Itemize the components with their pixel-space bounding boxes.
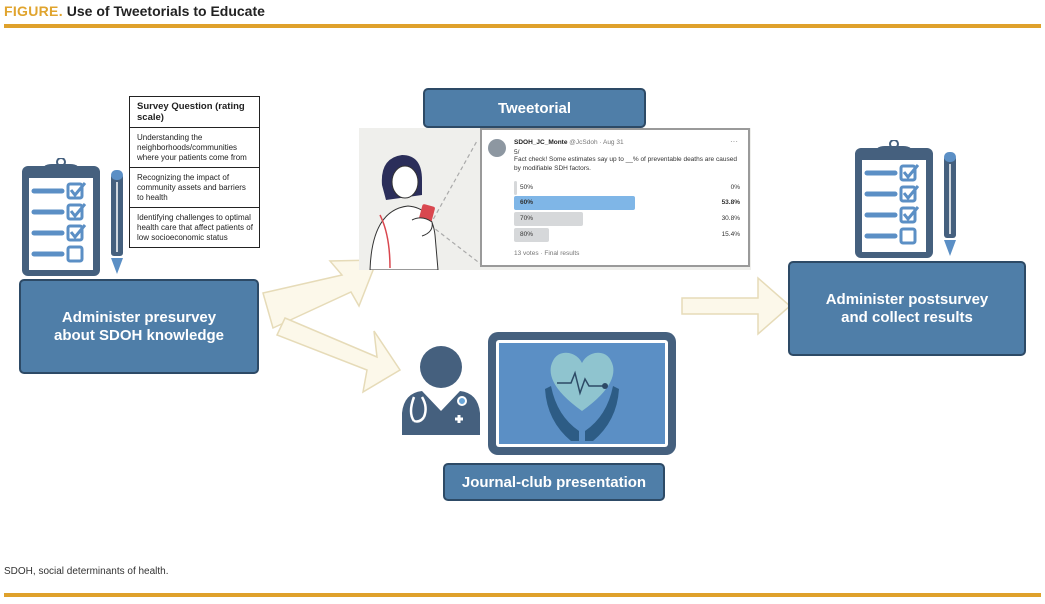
avatar-icon	[488, 139, 506, 157]
tweet-handle: @JcSdoh · Aug 31	[569, 139, 624, 146]
poll-option: 60% 53.8%	[514, 196, 740, 210]
tweet-card: SDOH_JC_Monte @JcSdoh · Aug 31 ··· 5/ Fa…	[480, 128, 750, 267]
survey-table-header: Survey Question (rating scale)	[137, 101, 245, 123]
figure-title-text: Use of Tweetorials to Educate	[66, 3, 265, 19]
poll-option: 50% 0%	[514, 181, 740, 195]
survey-row: Identifying challenges to optimal health…	[130, 207, 259, 247]
tweet-user: SDOH_JC_Monte	[514, 139, 568, 146]
figure-title: FIGURE. Use of Tweetorials to Educate	[4, 3, 265, 19]
tweet-thread-number: 5/	[514, 149, 520, 156]
survey-row: Recognizing the impact of community asse…	[130, 167, 259, 207]
arrow-icon	[262, 259, 402, 394]
survey-row: Understanding the neighborhoods/communit…	[130, 127, 259, 167]
top-rule	[4, 24, 1041, 28]
arrow-icon	[681, 276, 792, 336]
more-icon: ···	[730, 137, 738, 146]
heart-in-hands-monitor-icon	[488, 332, 676, 455]
tweet-header: SDOH_JC_Monte @JcSdoh · Aug 31	[514, 139, 624, 146]
survey-question-table: Survey Question (rating scale) Understan…	[129, 96, 260, 248]
postsurvey-step: Administer postsurvey and collect result…	[788, 261, 1026, 356]
bottom-rule	[4, 593, 1041, 597]
poll-option: 70% 30.8%	[514, 212, 740, 226]
footnote: SDOH, social determinants of health.	[4, 566, 169, 577]
clipboard-checklist-icon	[855, 140, 956, 258]
tweetorial-label: Tweetorial	[423, 88, 646, 128]
clipboard-checklist-icon	[22, 158, 123, 276]
journal-club-label: Journal-club presentation	[443, 463, 665, 501]
poll-option: 80% 15.4%	[514, 228, 740, 242]
woman-with-phone-illustration	[369, 140, 480, 270]
figure-label: FIGURE.	[4, 3, 63, 19]
doctor-icon	[402, 346, 480, 435]
poll-footer: 13 votes · Final results	[514, 250, 580, 257]
presurvey-step: Administer presurvey about SDOH knowledg…	[19, 279, 259, 374]
tweet-text: Fact check! Some estimates say up to __%…	[514, 156, 737, 172]
